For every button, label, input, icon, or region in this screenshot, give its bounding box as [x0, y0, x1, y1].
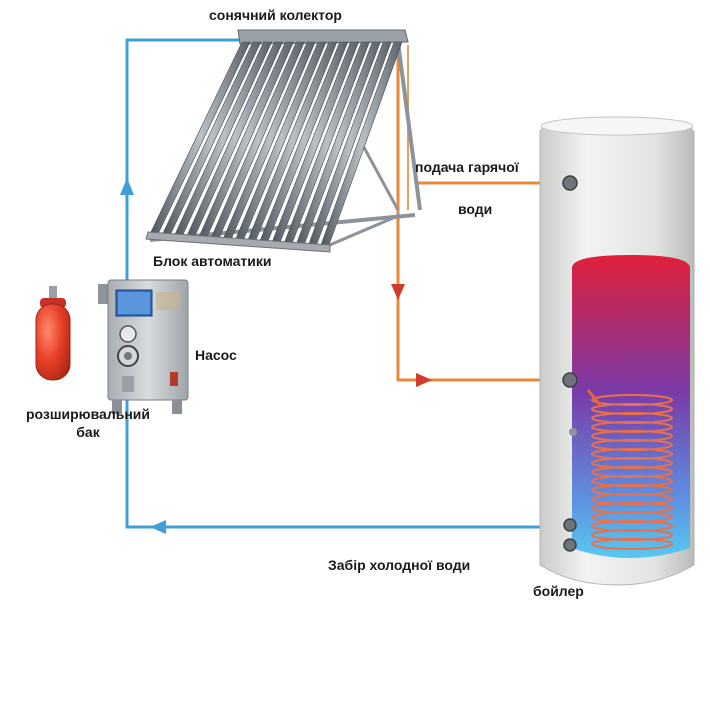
cold-inlet-fitting	[563, 538, 577, 552]
vacuum-tube	[150, 41, 251, 233]
control-unit	[98, 279, 189, 414]
heat-exchanger-coil	[591, 394, 673, 550]
pump-label: Насос	[195, 347, 237, 363]
vacuum-tubes	[150, 41, 403, 246]
coil-ring	[591, 538, 673, 550]
vacuum-tube	[186, 41, 284, 236]
vacuum-tube	[162, 41, 262, 234]
cold-water-label: Забір холодної води	[328, 557, 471, 573]
hot-water-label-line2: води	[458, 201, 493, 217]
boiler-tank	[539, 116, 695, 586]
expansion-tank-label: розширювальний бак	[8, 405, 168, 441]
boiler-label: бойлер	[533, 583, 584, 599]
pipe-return-bottom	[125, 280, 568, 529]
solar-collector	[145, 29, 422, 253]
collector-label: сонячний колектор	[209, 7, 342, 23]
expansion-tank-label-line2: бак	[76, 424, 100, 440]
coil-inlet-fitting	[562, 372, 578, 388]
hot-outlet-fitting	[562, 175, 578, 191]
arrow-up-icon	[120, 178, 134, 195]
sensor-port	[569, 428, 577, 436]
expansion-tank-label-line1: розширювальний	[25, 406, 151, 422]
arrow-down-icon	[391, 284, 405, 300]
arrow-right-icon	[416, 373, 432, 387]
vacuum-tube	[199, 41, 294, 237]
arrow-left-icon	[150, 520, 166, 534]
coil-outlet-fitting	[563, 518, 577, 532]
tank-heat-gradient	[572, 255, 690, 558]
gauge-icon	[119, 325, 137, 343]
hot-water-label-line1: подача гарячої	[415, 159, 519, 175]
pipe-to-collector	[125, 38, 245, 280]
vacuum-tube	[174, 41, 273, 235]
expansion-tank	[35, 286, 71, 381]
automation-unit-label: Блок автоматики	[153, 253, 272, 269]
